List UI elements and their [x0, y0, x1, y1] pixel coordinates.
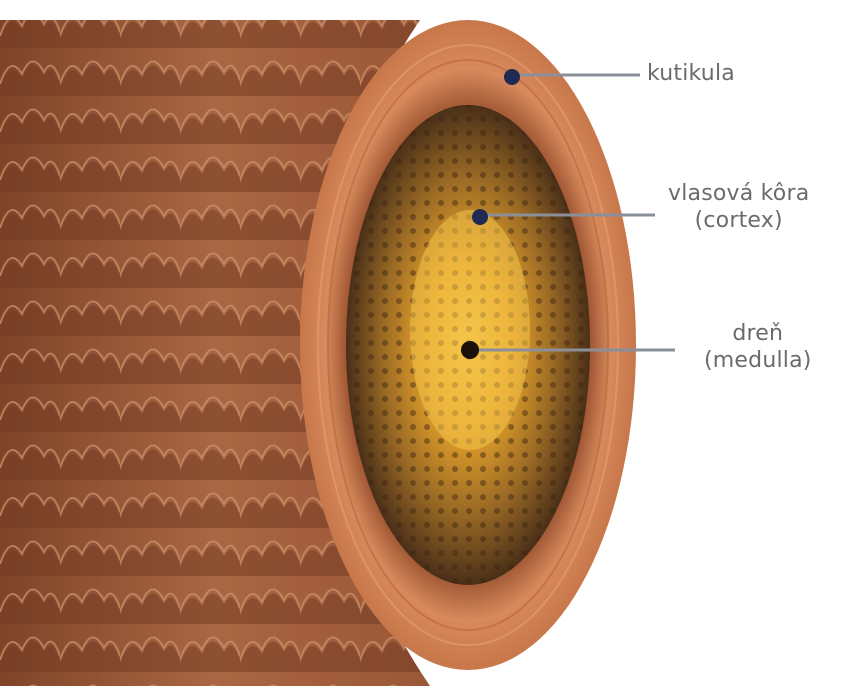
cortex-label: vlasová kôra (cortex) — [668, 180, 809, 234]
medulla-label: dreň (medulla) — [704, 320, 812, 374]
medulla-region — [410, 210, 530, 450]
cortex-marker — [472, 209, 488, 225]
cuticle-marker — [504, 69, 520, 85]
cortex-label-line1: vlasová kôra — [668, 180, 809, 207]
medulla-marker — [461, 341, 479, 359]
medulla-label-line2: (medulla) — [704, 347, 812, 374]
cortex-label-line2: (cortex) — [668, 207, 809, 234]
medulla-label-line1: dreň — [704, 320, 812, 347]
cuticle-label: kutikula — [647, 60, 735, 87]
